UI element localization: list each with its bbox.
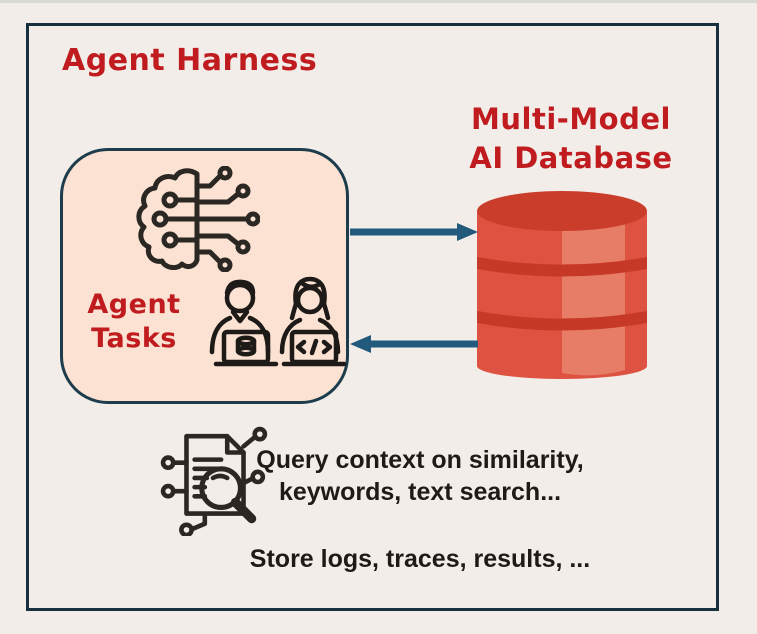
database-label-line2: AI Database (469, 141, 673, 176)
database-label: Multi-Model AI Database (451, 100, 691, 178)
agent-tasks-label-line1: Agent (87, 289, 181, 320)
store-note: Store logs, traces, results, ... (249, 545, 591, 573)
query-note: Query context on similarity, keywords, t… (244, 444, 596, 508)
window-top-edge (0, 0, 757, 3)
arrow-agent-to-database (350, 222, 478, 242)
document-search-icon (160, 426, 270, 536)
diagram-frame (26, 23, 719, 611)
diagram-title: Agent Harness (62, 43, 318, 78)
agent-tasks-label-line2: Tasks (91, 322, 177, 354)
query-note-line2: keywords, text search... (278, 478, 562, 506)
query-note-line1: Query context on similarity, (256, 446, 584, 474)
agent-tasks-label: Agent Tasks (68, 288, 200, 356)
database-label-line1: Multi-Model (471, 102, 671, 136)
database-cylinder (477, 190, 647, 380)
people-at-laptops-icon (198, 274, 350, 374)
arrow-database-to-agent (350, 334, 478, 354)
ai-brain-circuit-icon (132, 166, 260, 272)
